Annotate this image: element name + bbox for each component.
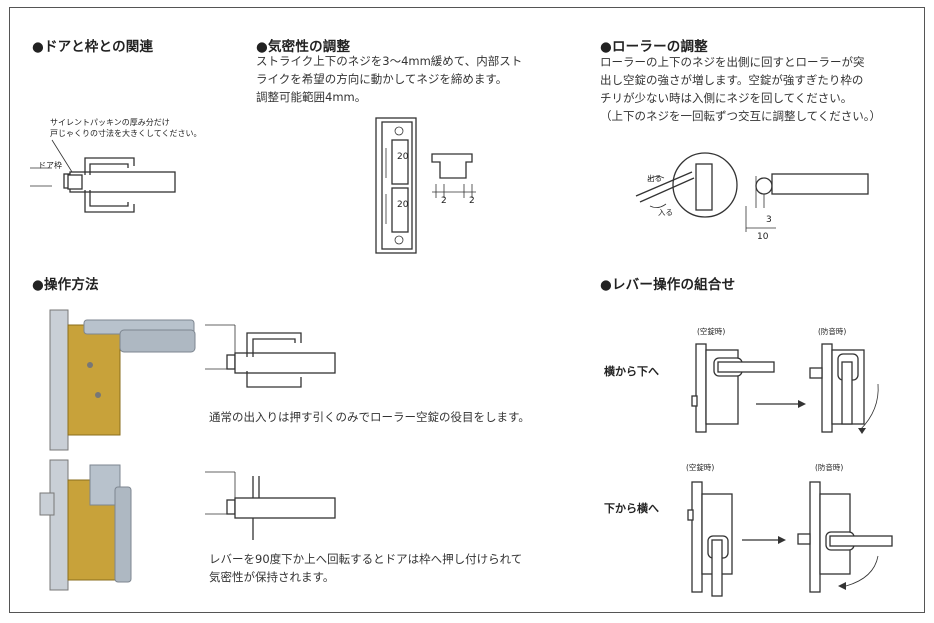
roller-title: ●ローラーの調整	[600, 39, 708, 55]
operation-title: ●操作方法	[32, 277, 99, 293]
roller-text-1: ローラーの上下のネジを出側に回すとローラーが突	[600, 55, 865, 69]
airtight-dim-b: 20	[397, 200, 409, 210]
door-frame-diagram	[30, 139, 176, 213]
door-frame-note-2: 戸じゃくりの寸法を大きくしてください。	[50, 129, 202, 138]
row1-state-free: (空錠時)	[697, 327, 726, 336]
lock-photo-illustrations	[39, 309, 196, 591]
operation-diagram-2	[205, 471, 336, 540]
operation-desc-2-line2: 気密性が保持されます。	[209, 570, 335, 584]
lever-combo-title: ●レバー操作の組合せ	[600, 277, 736, 293]
airtight-text-2: ライクを希望の方向に動かしてネジを締めます。	[256, 72, 508, 86]
operation-desc-1: 通常の出入りは押す引くのみでローラー空錠の役目をします。	[209, 410, 530, 424]
airtight-dim-a: 20	[397, 152, 409, 162]
roller-dim-a: 3	[766, 215, 772, 225]
roller-dim-b: 10	[757, 232, 769, 242]
row1-state-sound: (防音時)	[818, 327, 847, 336]
lever-combo-row2-diagram	[687, 481, 893, 597]
airtight-text-3: 調整可能範囲4mm。	[256, 90, 367, 104]
strike-diagram	[375, 117, 476, 254]
roller-text-3: チリが少ない時は入側にネジを回してください。	[600, 91, 853, 105]
operation-desc-2-line1: レバーを90度下か上へ回転するとドアは枠へ押し付けられて	[209, 552, 523, 566]
door-frame-title: ●ドアと枠との関連	[32, 39, 154, 55]
roller-text-2: 出し空錠の強さが増します。空錠が強すぎたり枠の	[600, 73, 864, 87]
row2-state-free: (空錠時)	[686, 463, 715, 472]
row1-label: 横から下へ	[604, 365, 659, 378]
row2-state-sound: (防音時)	[815, 463, 844, 472]
lever-combo-row1-diagram	[691, 343, 879, 434]
airtight-dim-c: 2	[441, 196, 447, 206]
roller-out-label: 出る	[647, 174, 662, 183]
airtight-dim-d: 2	[469, 196, 475, 206]
roller-in-label: 入る	[658, 208, 673, 217]
operation-diagram-1	[205, 324, 336, 388]
door-frame-note-1: サイレントパッキンの厚み分だけ	[50, 118, 170, 127]
door-frame-label: ドア枠	[38, 161, 62, 170]
roller-text-4: （上下のネジを一回転ずつ交互に調整してください。）	[600, 109, 882, 123]
airtight-text-1: ストライク上下のネジを3〜4mm緩めて、内部スト	[256, 54, 523, 68]
airtight-title: ●気密性の調整	[256, 39, 351, 55]
roller-diagram	[635, 152, 869, 232]
page-frame	[9, 7, 925, 613]
row2-label: 下から横へ	[604, 502, 659, 515]
